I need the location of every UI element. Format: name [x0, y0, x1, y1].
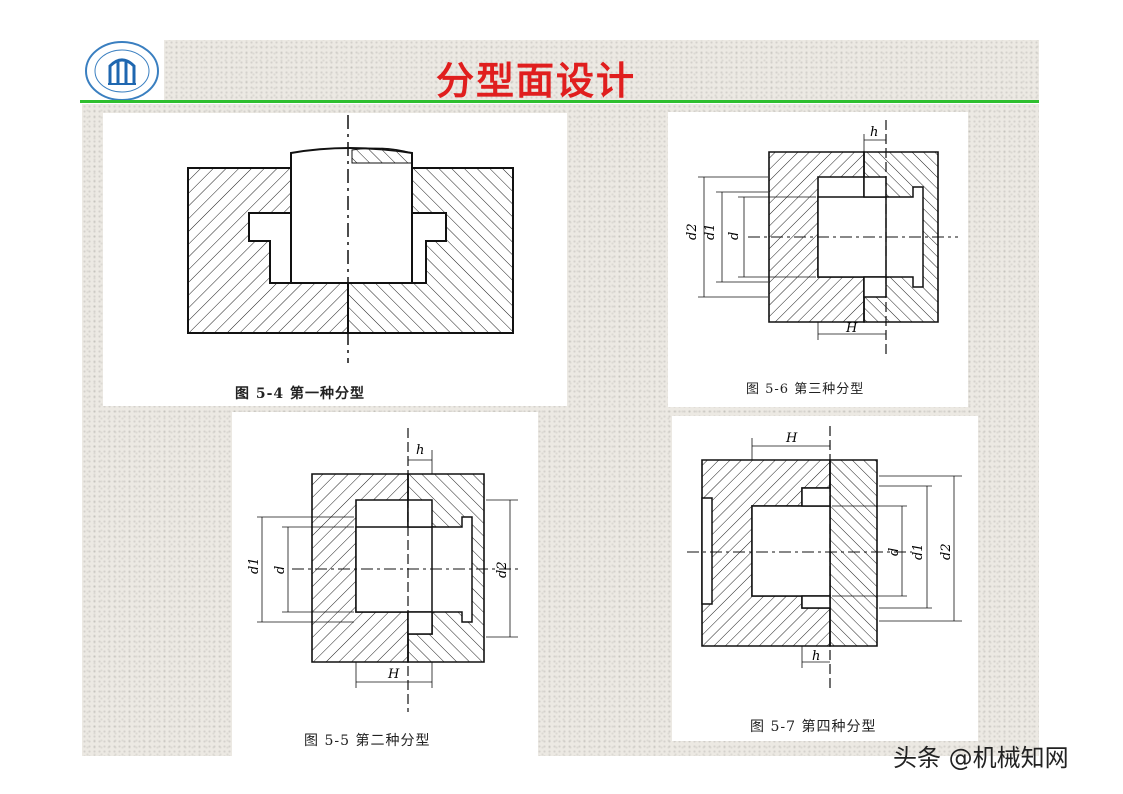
texture-top	[164, 40, 1039, 102]
figure-5-7-label-d1: d1	[911, 543, 926, 560]
figure-5-7: H h d d1 d2 图 5-7 第四种分型	[672, 416, 978, 741]
figure-5-7-caption: 图 5-7 第四种分型	[750, 719, 877, 735]
figure-5-5-drawing: h H d1 d d2	[247, 428, 522, 712]
figure-5-7-label-H: H	[785, 431, 798, 446]
figure-5-6-label-H: H	[845, 321, 858, 336]
figure-5-6: h H d2 d1 d 图 5-6 第三种分型	[668, 112, 968, 407]
figure-5-7-label-d: d	[887, 548, 902, 556]
title-underline	[80, 100, 1039, 103]
figure-5-4-caption: 图 5-4 第一种分型	[235, 386, 366, 402]
figure-5-5-caption: 图 5-5 第二种分型	[304, 733, 431, 749]
figure-5-6-drawing: h H d2 d1 d	[685, 120, 958, 357]
watermark: 头条 @机械知网	[893, 744, 1069, 772]
figure-5-4-drawing	[187, 115, 514, 363]
figure-5-5-label-d2: d2	[495, 561, 510, 578]
figure-5-5-label-d: d	[273, 566, 288, 574]
figure-5-6-label-d2: d2	[685, 223, 700, 240]
figure-5-6-label-d1: d1	[703, 223, 718, 240]
figure-5-6-label-h: h	[870, 125, 878, 140]
figure-5-6-caption: 图 5-6 第三种分型	[746, 382, 865, 397]
figure-5-7-label-d2: d2	[939, 543, 954, 560]
figure-5-5-label-h: h	[416, 443, 424, 458]
figure-5-7-drawing: H h d d1 d2	[687, 426, 962, 691]
figure-5-5-label-H: H	[387, 667, 400, 682]
figure-5-6-label-d: d	[727, 232, 742, 240]
university-emblem-icon	[82, 40, 164, 102]
figure-5-5-label-d1: d1	[247, 557, 262, 574]
page-title: 分型面设计	[436, 59, 637, 103]
figure-5-4: 图 5-4 第一种分型	[103, 113, 567, 406]
figure-5-5: h H d1 d d2 图 5-5 第二种分型	[232, 412, 538, 756]
figure-5-7-label-h: h	[812, 649, 820, 664]
